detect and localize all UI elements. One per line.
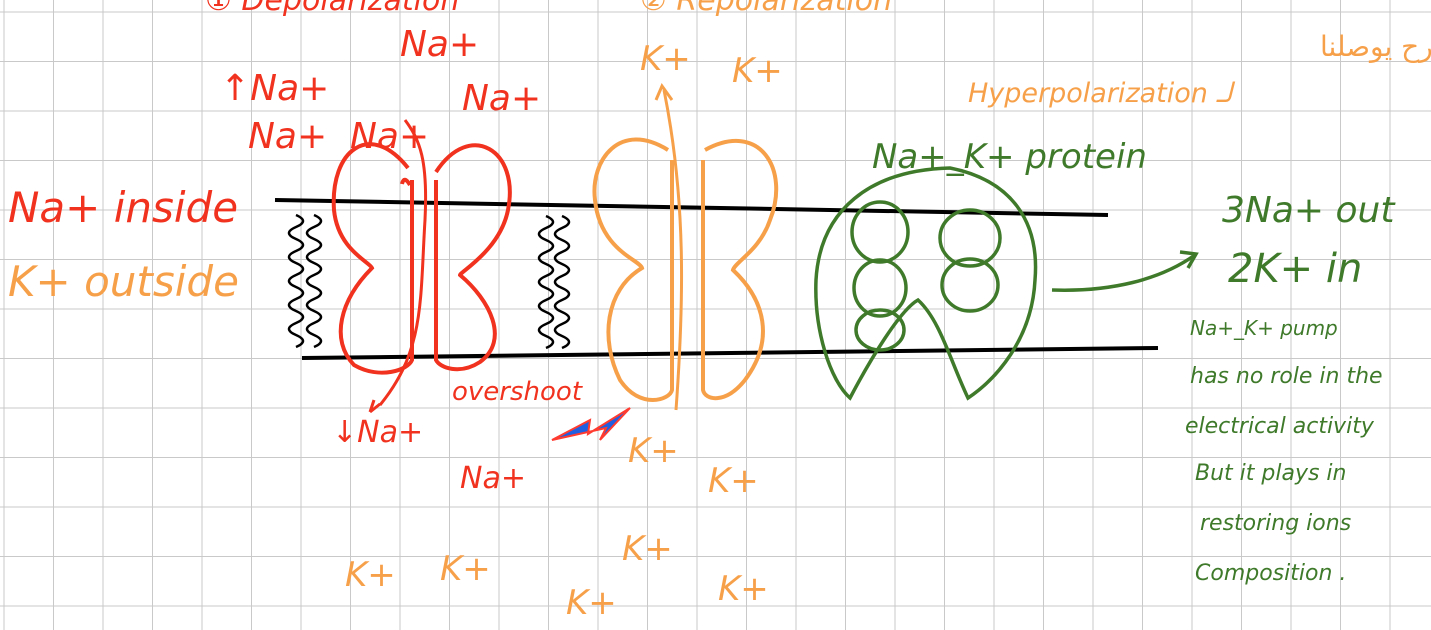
na-decrease-label: ↓Na+ (332, 415, 423, 450)
side-note: Na+_K+ pump has no role in the electrica… (1185, 316, 1383, 586)
lipid-squiggle-left (287, 213, 323, 349)
na-increase-label: ↑Na+ (220, 68, 329, 109)
pump-k-in-label: 2K+ in (1228, 246, 1362, 292)
k-mid-right-label: K+ (708, 461, 759, 501)
k-bottom-center-label: K+ (566, 583, 617, 623)
sodium-channel (331, 142, 512, 375)
stimulus-lightning (551, 407, 631, 441)
sodium-channel-right-subunit (434, 143, 512, 372)
potassium-channel (592, 137, 779, 402)
membrane-inner-line (301, 346, 1159, 360)
overshoot-label: overshoot (452, 377, 583, 407)
sodium-potassium-pump (814, 166, 1038, 401)
pump-title: Na+_K+ protein (872, 137, 1147, 177)
k-bottom-right-label: K+ (718, 569, 769, 609)
k-mid-label: K+ (628, 431, 679, 471)
k-top-right-label: K+ (732, 51, 783, 91)
sodium-channel-left-subunit (331, 142, 414, 375)
potassium-flow-arrow (654, 82, 684, 411)
pump-k-site-1 (938, 208, 1002, 268)
side-note-line-6: Composition . (1195, 561, 1346, 586)
depolarization-heading: ① Depolarization (205, 0, 459, 18)
k-bottom-left2-label: K+ (440, 549, 491, 589)
potassium-channel-left-subunit (592, 137, 674, 402)
na-inside-label: Na+ inside (8, 183, 238, 232)
na-top-label: Na+ (400, 24, 479, 65)
side-note-line-5: restoring ions (1200, 511, 1351, 536)
side-note-line-2: has no role in the (1190, 364, 1383, 389)
pump-na-site-3 (854, 308, 906, 352)
side-note-line-1: Na+_K+ pump (1190, 316, 1338, 340)
pump-outline (814, 166, 1038, 401)
side-note-line-4: But it plays in (1195, 461, 1346, 486)
k-bottom-center2-label: K+ (622, 529, 673, 569)
pump-na-site-1 (850, 200, 910, 264)
side-note-line-3: electrical activity (1185, 414, 1375, 439)
lipid-squiggle-middle (537, 214, 571, 350)
sodium-channel-gate-mark (400, 177, 412, 187)
pump-na-site-2 (852, 258, 908, 318)
hyperpolarization-note: Hyperpolarization لـ (968, 78, 1235, 109)
k-bottom-left-label: K+ (345, 555, 396, 595)
na-left-label: Na+ (248, 116, 327, 157)
k-top-left-label: K+ (640, 39, 691, 79)
na-right-label: Na+ (462, 78, 541, 119)
na-bottom-label: Na+ (460, 461, 526, 496)
pump-na-out-label: 3Na+ out (1222, 190, 1396, 231)
pump-k-site-2 (940, 257, 1000, 313)
repolarization-heading: ② Repolarization (640, 0, 892, 18)
sodium-flow-arrow (368, 119, 428, 414)
pump-arrow (1051, 250, 1199, 292)
k-outside-label: K+ outside (8, 257, 239, 306)
arabic-note: * استمرار خروج K+ رح يوصلنا (1320, 30, 1431, 64)
potassium-channel-right-subunit (701, 138, 779, 401)
